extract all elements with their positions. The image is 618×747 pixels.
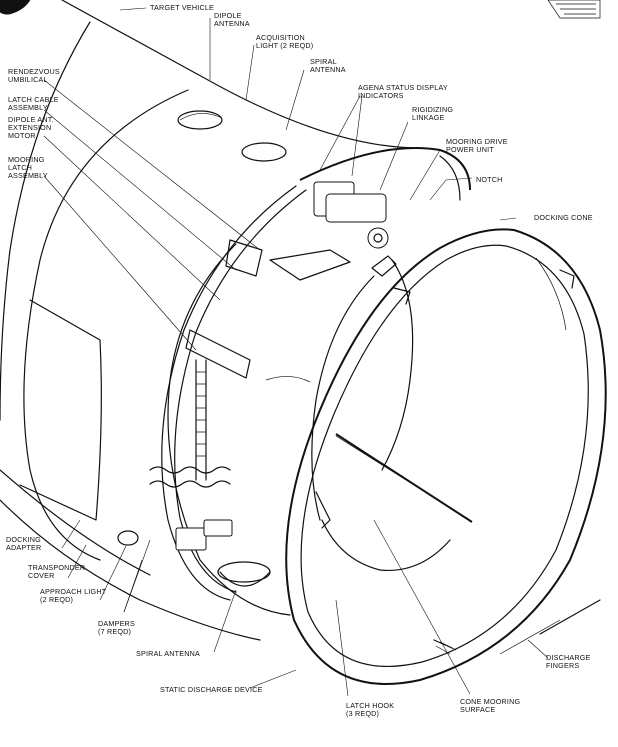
label-static-discharge: STATIC DISCHARGE DEVICE — [160, 685, 263, 694]
label-mooring-drive: MOORING DRIVE POWER UNIT — [446, 137, 510, 154]
target-vehicle-body — [0, 0, 601, 641]
label-mooring-latch: MOORING LATCH ASSEMBLY — [8, 155, 48, 180]
label-rendezvous-umbilical: RENDEZVOUS UMBILICAL — [8, 67, 62, 84]
label-spiral-antenna-bottom: SPIRAL ANTENNA — [136, 649, 200, 658]
label-agena-status: AGENA STATUS DISPLAY INDICATORS — [358, 83, 450, 100]
label-spiral-antenna-top: SPIRAL ANTENNA — [310, 57, 346, 74]
label-acquisition-light: ACQUISITION LIGHT (2 REQD) — [256, 33, 313, 50]
callout-labels: TARGET VEHICLE DIPOLE ANTENNA ACQUISITIO… — [6, 3, 593, 718]
leader-lines — [43, 7, 549, 697]
label-discharge-fingers: DISCHARGE FINGERS — [546, 653, 593, 670]
label-target-vehicle: TARGET VEHICLE — [150, 3, 214, 12]
label-dipole-antenna: DIPOLE ANTENNA — [214, 11, 250, 28]
label-dipole-ext-motor: DIPOLE ANT. EXTENSION MOTOR — [8, 115, 56, 140]
label-latch-hook: LATCH HOOK (3 REQD) — [346, 701, 396, 718]
label-notch: NOTCH — [476, 175, 503, 184]
label-cone-mooring-surface: CONE MOORING SURFACE — [460, 697, 523, 714]
docking-cone — [285, 228, 607, 685]
label-approach-light: APPROACH LIGHT (2 REQD) — [40, 587, 108, 604]
label-transponder-cover: TRANSPONDER COVER — [28, 563, 88, 580]
label-docking-cone: DOCKING CONE — [534, 213, 593, 222]
label-rigidizing-linkage: RIGIDIZING LINKAGE — [412, 105, 455, 122]
docking-adapter-ring — [117, 147, 471, 601]
label-docking-adapter: DOCKING ADAPTER — [6, 535, 43, 552]
label-latch-cable: LATCH CABLE ASSEMBLY — [8, 95, 61, 112]
label-dampers: DAMPERS (7 REQD) — [98, 619, 137, 636]
